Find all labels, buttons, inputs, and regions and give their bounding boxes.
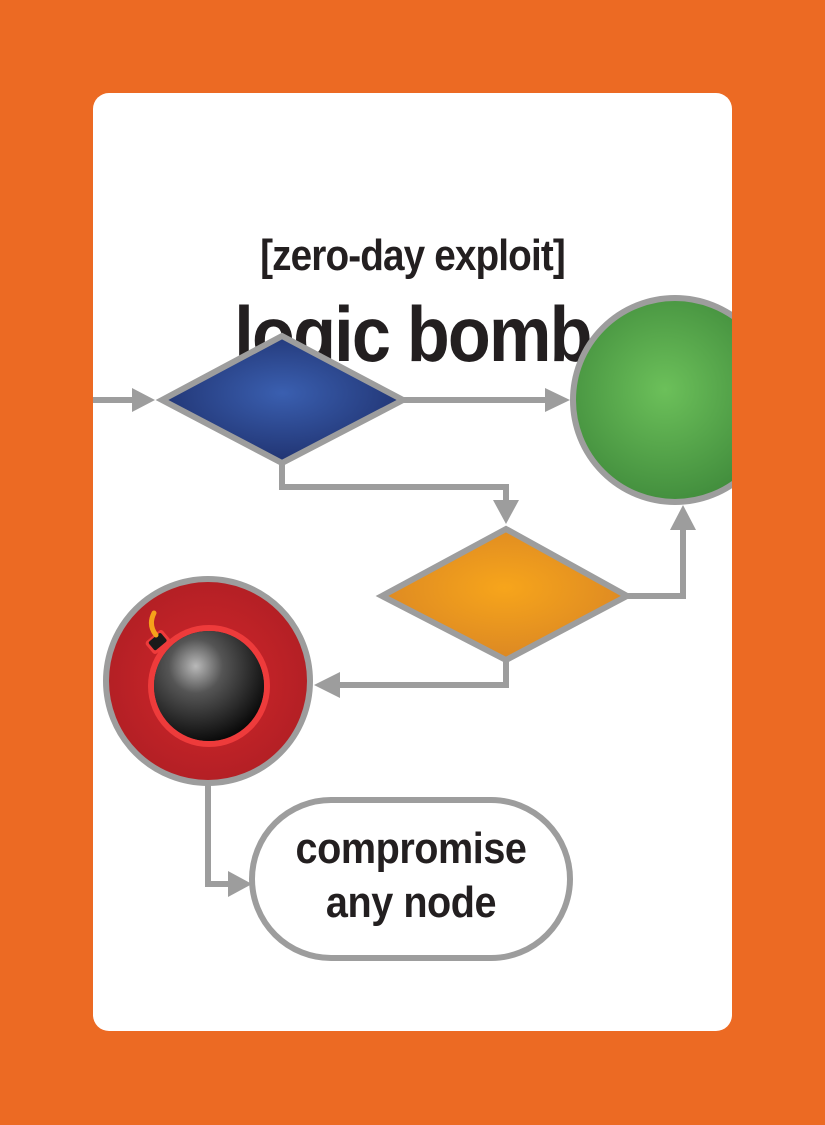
end-node-green-circle — [570, 295, 732, 505]
arrow-right-icon — [545, 388, 570, 412]
connector-arrowheads — [132, 388, 696, 897]
bomb-node — [103, 576, 313, 786]
decision-diamond-blue — [155, 332, 410, 467]
terminal-node-label: compromise any node — [268, 822, 554, 930]
decision-diamond-orange — [375, 525, 634, 664]
game-card: [zero-day exploit] logic bomb — [93, 93, 732, 1031]
arrow-right-icon — [132, 388, 155, 412]
arrow-right-icon — [228, 871, 252, 897]
arrow-down-icon — [493, 500, 519, 524]
bomb-icon — [145, 610, 270, 747]
terminal-label-line-1: compromise — [295, 824, 527, 873]
terminal-node-pill — [249, 797, 573, 961]
arrow-up-icon — [670, 505, 696, 530]
terminal-label-line-2: any node — [325, 878, 497, 927]
card-subtitle: [zero-day exploit] — [260, 231, 566, 280]
connector-lines — [93, 397, 686, 887]
arrow-left-icon — [314, 672, 340, 698]
